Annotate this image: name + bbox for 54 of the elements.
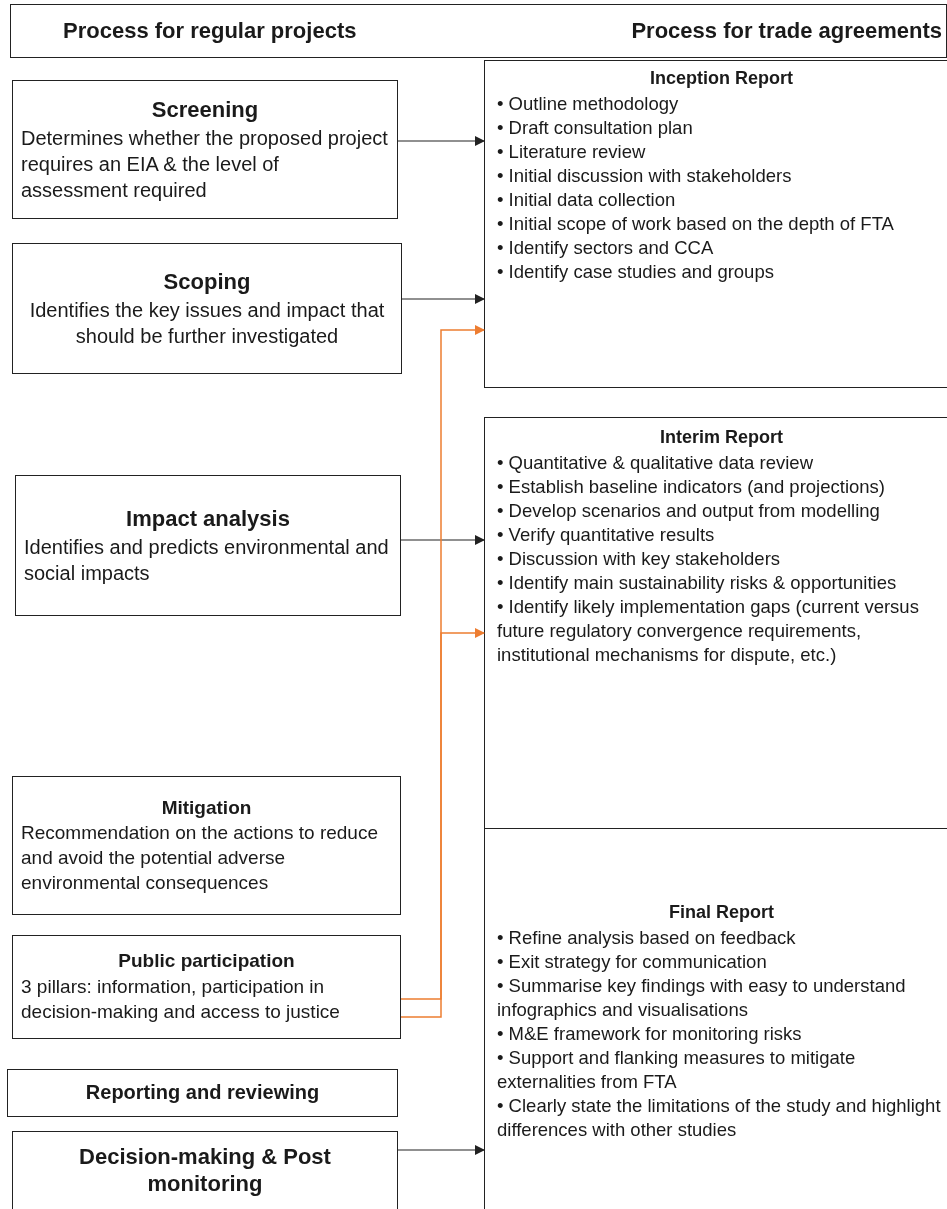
bullet-item: • Initial scope of work based on the depth of FTA	[497, 211, 895, 236]
bullet-item: • Identify case studies and groups	[497, 259, 775, 284]
arrow	[401, 294, 485, 304]
box-heading: Public participation	[117, 949, 296, 974]
bullet-item: • Initial discussion with stakeholders	[497, 163, 793, 188]
bullet-item: • Literature review	[497, 139, 647, 164]
box-description: Recommendation on the actions to reduce and avoid the potential adverse environmental consequences	[21, 821, 379, 895]
process-box	[12, 776, 401, 915]
box-description: Determines whether the proposed project requires an EIA & the level of assessment required	[21, 126, 389, 204]
box-heading: Impact analysis	[125, 504, 291, 533]
bullet-item: • Draft consultation plan	[497, 115, 694, 140]
box-heading: Interim Report	[659, 426, 784, 449]
arrow	[397, 136, 485, 146]
bullet-item: • Discussion with key stakeholders	[497, 546, 782, 571]
process-box	[7, 1069, 398, 1117]
report-box	[484, 417, 947, 829]
report-box	[484, 60, 947, 388]
box-heading: Inception Report	[649, 67, 794, 90]
box-description: Identifies the key issues and impact that should be further investigated	[28, 298, 386, 350]
column-heading: Process for trade agreements	[631, 18, 942, 44]
process-box	[12, 80, 398, 219]
bullet-item: • Exit strategy for communication	[497, 949, 768, 974]
bullet-item: • Verify quantitative results	[497, 522, 716, 547]
bullet-item: • Clearly state the limitations of the study and highlight differences with other studies	[497, 1093, 942, 1142]
bullet-item: • Refine analysis based on feedback	[497, 925, 797, 950]
bullet-item: • Identify sectors and CCA	[497, 235, 715, 260]
bullet-item: • Outline methodology	[497, 91, 680, 116]
box-heading: Screening	[150, 95, 260, 124]
box-heading: Decision-making & Post monitoring	[78, 1142, 332, 1198]
process-box	[12, 1131, 398, 1209]
arrow	[400, 628, 485, 1018]
bullet-item: • Develop scenarios and output from modelling	[497, 498, 881, 523]
process-box	[12, 935, 401, 1039]
arrow	[397, 1145, 485, 1155]
bullet-item: • Initial data collection	[497, 187, 677, 212]
box-heading: Scoping	[162, 267, 252, 296]
box-heading: Final Report	[668, 901, 775, 924]
bullet-item: • Quantitative & qualitative data review	[497, 450, 814, 475]
bullet-item: • Summarise key findings with easy to understand infographics and visualisations	[497, 973, 907, 1022]
box-heading: Mitigation	[160, 795, 253, 820]
box-description: 3 pillars: information, participation in decision-making and access to justice	[21, 975, 341, 1024]
arrow	[400, 325, 485, 1000]
bullet-item: • M&E framework for monitoring risks	[497, 1021, 803, 1046]
bullet-item: • Identify main sustainability risks & opportunities	[497, 570, 898, 595]
bullet-item: • Identify likely implementation gaps (current versus future regulatory convergence requirements, institutional mechanisms for dispute, etc.)	[497, 594, 920, 667]
box-description: Identifies and predicts environmental and social impacts	[24, 535, 390, 587]
arrow	[400, 535, 485, 545]
column-heading: Process for regular projects	[63, 18, 357, 44]
process-box	[15, 475, 401, 616]
bullet-item: • Support and flanking measures to mitigate externalities from FTA	[497, 1045, 857, 1094]
header-box	[10, 4, 947, 58]
box-heading: Reporting and reviewing	[84, 1079, 321, 1105]
process-box	[12, 243, 402, 374]
bullet-item: • Establish baseline indicators (and projections)	[497, 474, 886, 499]
